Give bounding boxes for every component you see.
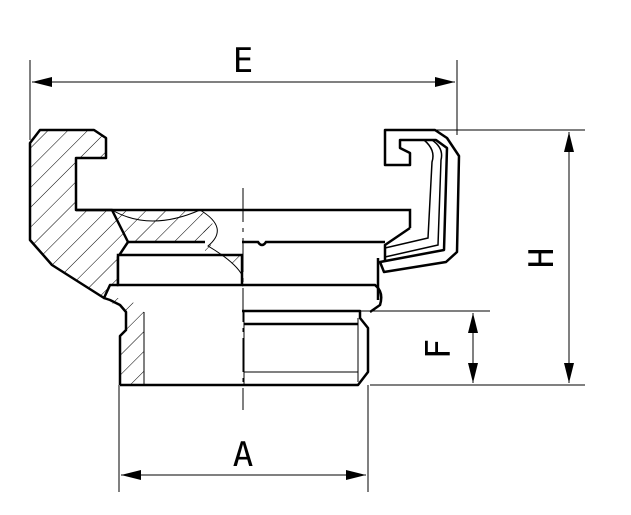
claw-inner-line-1 <box>384 139 443 258</box>
gasket-groove <box>116 253 244 287</box>
shoulder-curve <box>383 226 411 262</box>
inner-bore-top <box>242 240 385 247</box>
label-a: A <box>233 435 253 475</box>
label-f: F <box>419 339 459 359</box>
dimension-e: E <box>29 41 458 140</box>
claw-section-hatched <box>28 128 130 300</box>
cone-curve-2 <box>199 209 243 276</box>
dimension-f: F <box>360 310 490 383</box>
claw-inner-line-2 <box>384 139 434 249</box>
cone-curve-1 <box>111 209 201 222</box>
thread-outline-left <box>103 296 128 385</box>
thread-section-hatched <box>104 298 144 385</box>
section-view-left <box>28 128 412 385</box>
inner-cone-hatched <box>112 210 210 242</box>
thread-outline-right <box>120 309 370 387</box>
exterior-view-right <box>120 128 461 387</box>
dimension-a: A <box>118 385 369 492</box>
label-h: H <box>522 248 562 268</box>
label-e: E <box>233 41 253 81</box>
lower-shoulder <box>242 283 383 314</box>
claw-outline-right <box>378 128 461 274</box>
inner-wall-hatched <box>200 210 242 275</box>
